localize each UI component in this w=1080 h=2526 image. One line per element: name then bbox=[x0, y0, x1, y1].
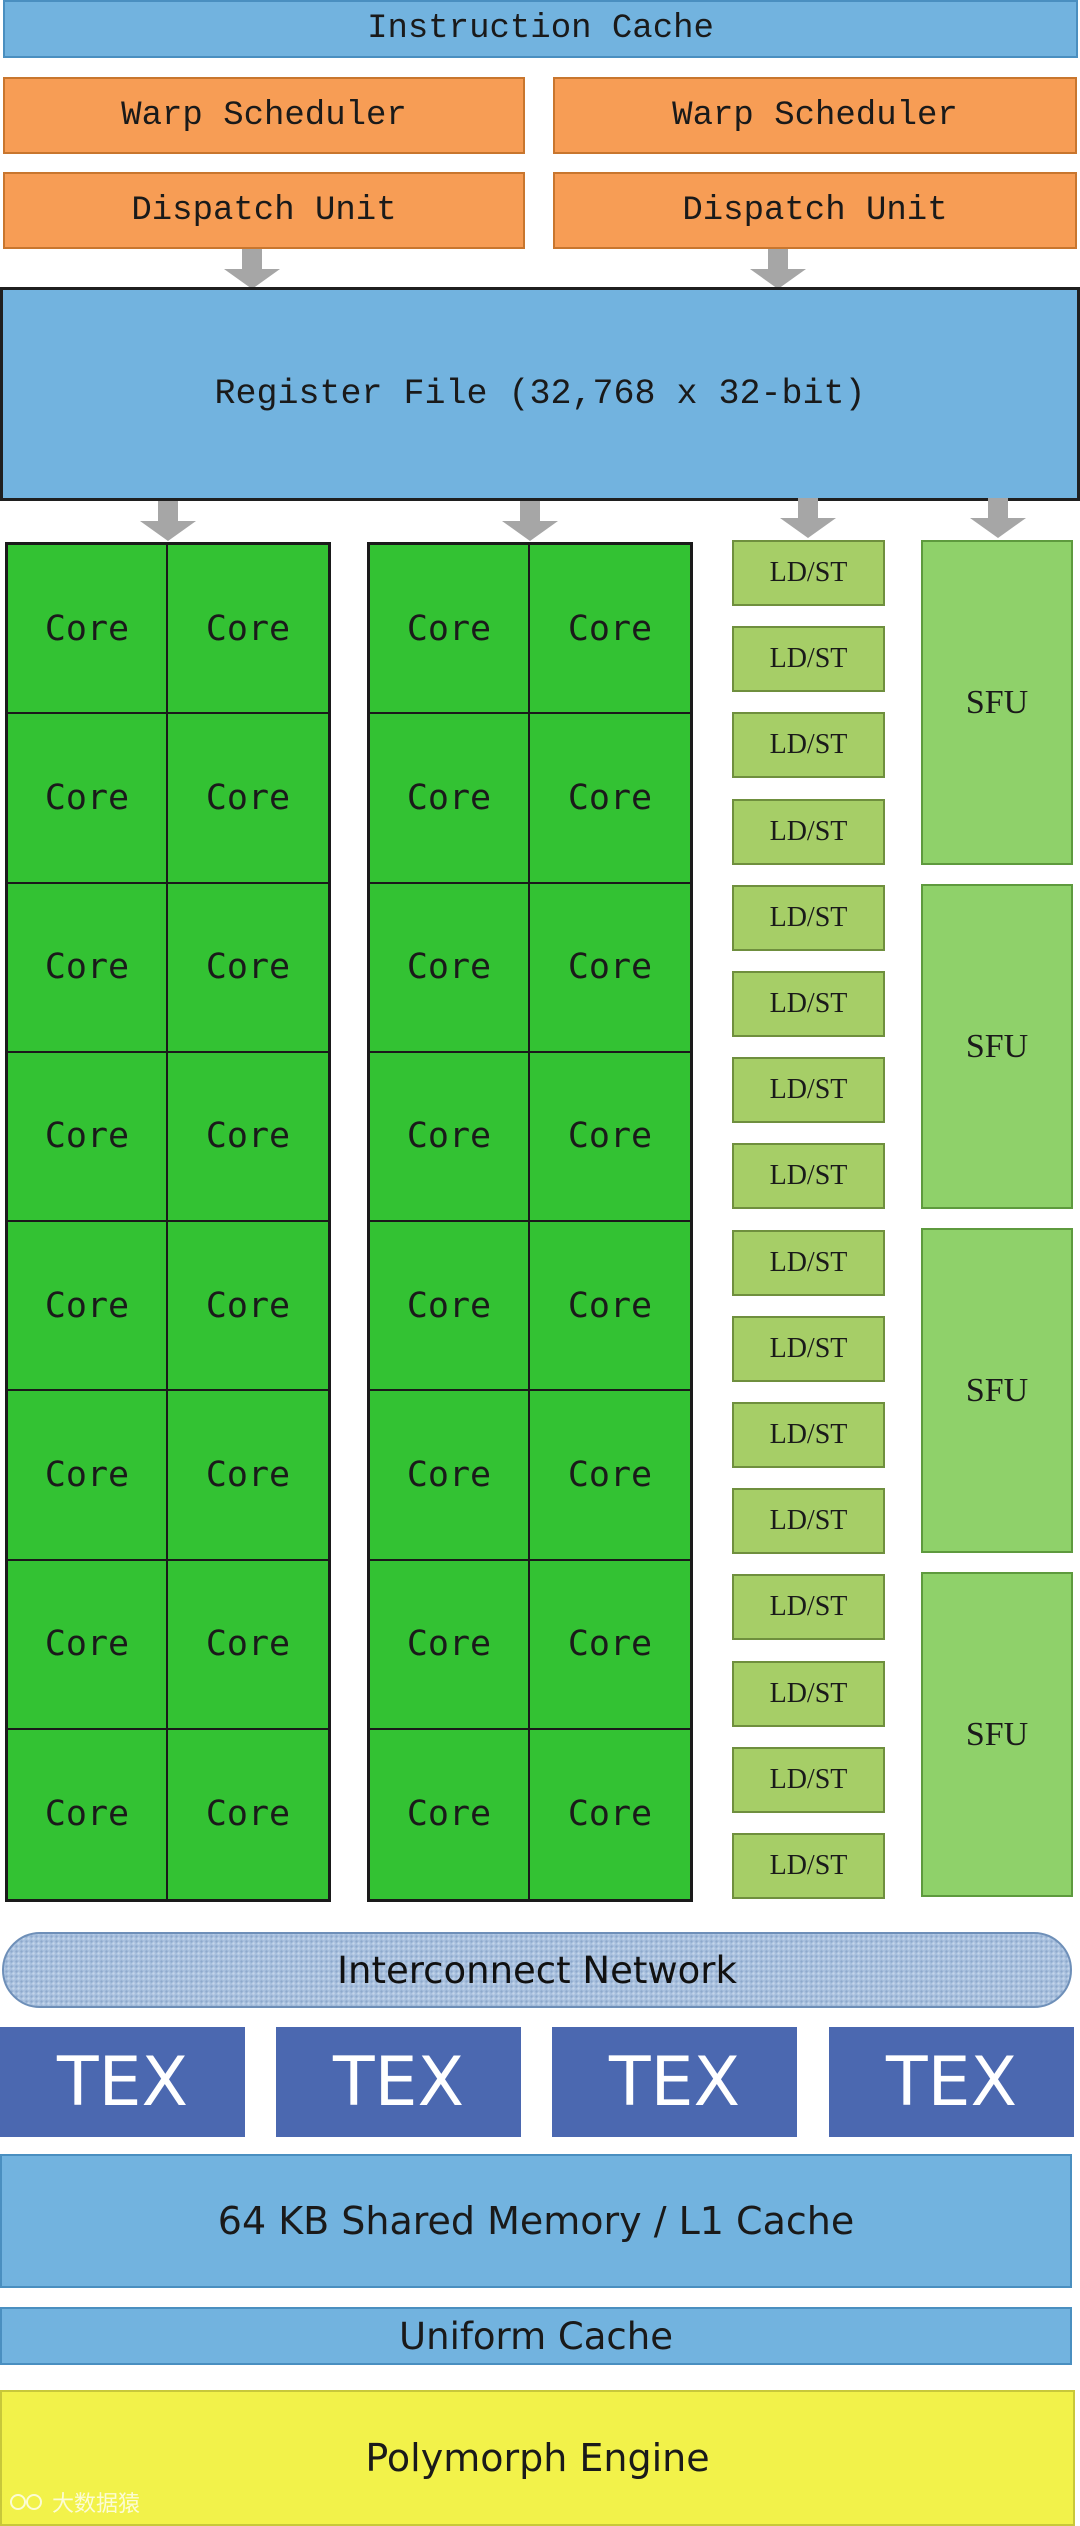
core-unit: Core bbox=[370, 1729, 530, 1899]
ldst-unit: LD/ST bbox=[732, 626, 885, 693]
tex-unit: TEX bbox=[552, 2027, 797, 2137]
watermark: 大数据猿 bbox=[8, 2486, 140, 2518]
core-unit: Core bbox=[530, 1391, 690, 1561]
ldst-unit: LD/ST bbox=[732, 1315, 885, 1382]
dispatch-unit-right: Dispatch Unit bbox=[553, 172, 1077, 249]
down-arrow-icon bbox=[750, 249, 806, 289]
down-arrow-icon bbox=[224, 249, 280, 289]
core-unit: Core bbox=[8, 1391, 168, 1561]
warp-scheduler-right: Warp Scheduler bbox=[553, 77, 1077, 154]
tex-unit: TEX bbox=[276, 2027, 521, 2137]
core-unit: Core bbox=[168, 1560, 328, 1730]
instruction-cache: Instruction Cache bbox=[3, 0, 1078, 58]
ldst-unit: LD/ST bbox=[732, 712, 885, 779]
core-unit: Core bbox=[168, 1729, 328, 1899]
watermark-logo-icon bbox=[10, 2494, 42, 2510]
polymorph-engine: Polymorph Engine bbox=[0, 2390, 1075, 2526]
down-arrow-icon bbox=[970, 498, 1026, 538]
sfu-unit: SFU bbox=[921, 884, 1073, 1209]
core-unit: Core bbox=[168, 1222, 328, 1392]
ldst-unit: LD/ST bbox=[732, 1229, 885, 1296]
uniform-cache: Uniform Cache bbox=[0, 2307, 1072, 2365]
ldst-unit: LD/ST bbox=[732, 1143, 885, 1210]
ldst-unit: LD/ST bbox=[732, 1660, 885, 1727]
core-unit: Core bbox=[370, 714, 530, 884]
core-unit: Core bbox=[370, 1560, 530, 1730]
sfu-unit: SFU bbox=[921, 1228, 1073, 1553]
down-arrow-icon bbox=[780, 498, 836, 538]
core-unit: Core bbox=[530, 1222, 690, 1392]
core-unit: Core bbox=[8, 545, 168, 715]
core-unit: Core bbox=[168, 714, 328, 884]
core-unit: Core bbox=[168, 1052, 328, 1222]
watermark-text: 大数据猿 bbox=[52, 2492, 141, 2517]
warp-scheduler-left: Warp Scheduler bbox=[3, 77, 525, 154]
down-arrow-icon bbox=[502, 501, 558, 541]
ldst-unit: LD/ST bbox=[732, 1746, 885, 1813]
core-unit: Core bbox=[530, 714, 690, 884]
core-unit: Core bbox=[8, 883, 168, 1053]
sfu-unit: SFU bbox=[921, 1572, 1073, 1897]
core-unit: Core bbox=[8, 1560, 168, 1730]
ldst-unit: LD/ST bbox=[732, 1057, 885, 1124]
ldst-unit: LD/ST bbox=[732, 798, 885, 865]
core-unit: Core bbox=[168, 883, 328, 1053]
ldst-unit: LD/ST bbox=[732, 1402, 885, 1468]
ldst-unit: LD/ST bbox=[732, 1488, 885, 1555]
core-unit: Core bbox=[8, 714, 168, 884]
core-unit: Core bbox=[8, 1052, 168, 1222]
core-unit: Core bbox=[370, 1222, 530, 1392]
core-unit: Core bbox=[370, 545, 530, 715]
ldst-unit: LD/ST bbox=[732, 1833, 885, 1899]
tex-unit: TEX bbox=[0, 2027, 245, 2137]
ldst-unit: LD/ST bbox=[732, 540, 885, 606]
core-unit: Core bbox=[168, 545, 328, 715]
ldst-unit: LD/ST bbox=[732, 884, 885, 951]
core-unit: Core bbox=[370, 1391, 530, 1561]
core-unit: Core bbox=[8, 1729, 168, 1899]
dispatch-unit-left: Dispatch Unit bbox=[3, 172, 525, 249]
core-unit: Core bbox=[530, 1052, 690, 1222]
core-unit: Core bbox=[530, 545, 690, 715]
sfu-unit: SFU bbox=[921, 540, 1073, 865]
core-unit: Core bbox=[8, 1222, 168, 1392]
shared-memory-l1-cache: 64 KB Shared Memory / L1 Cache bbox=[0, 2154, 1072, 2288]
ldst-unit: LD/ST bbox=[732, 1574, 885, 1641]
core-unit: Core bbox=[370, 1052, 530, 1222]
interconnect-network: Interconnect Network bbox=[2, 1932, 1072, 2008]
core-unit: Core bbox=[168, 1391, 328, 1561]
core-unit: Core bbox=[530, 1729, 690, 1899]
down-arrow-icon bbox=[140, 501, 196, 541]
core-unit: Core bbox=[370, 883, 530, 1053]
tex-unit: TEX bbox=[829, 2027, 1074, 2137]
ldst-unit: LD/ST bbox=[732, 971, 885, 1037]
register-file: Register File (32,768 x 32-bit) bbox=[0, 287, 1080, 501]
core-unit: Core bbox=[530, 883, 690, 1053]
core-unit: Core bbox=[530, 1560, 690, 1730]
